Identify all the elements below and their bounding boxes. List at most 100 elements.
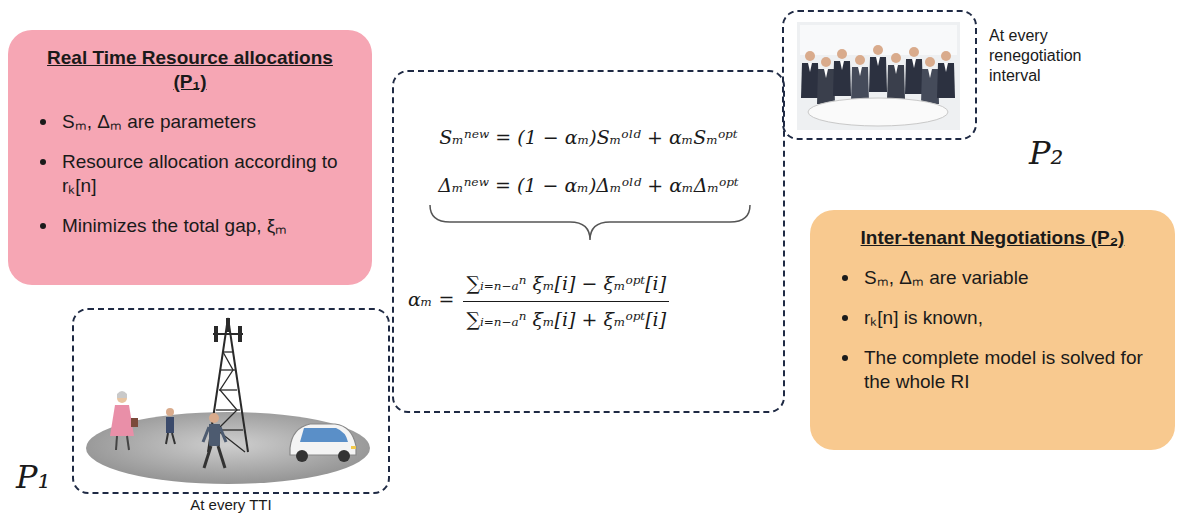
bullet-text: The complete model is solved for the who…: [864, 346, 1157, 394]
meeting-person-part: [912, 59, 916, 68]
meeting-person-part: [855, 55, 865, 65]
pedestrian-man-part: [209, 424, 220, 446]
cell-tower-part: [214, 326, 218, 342]
meeting-person-part: [837, 49, 847, 59]
process-box: Inter-tenant Negotiations (P₂) Sₘ, Δₘ are…: [810, 210, 1175, 450]
meeting-person-part: [937, 63, 955, 98]
fraction-denominator: ∑ᵢ₌ₙ₋ₐⁿ ξₘ[i] + ξₘᵒᵖᵗ[i]: [466, 306, 666, 332]
bullet-item: Sₘ, Δₘ are variable: [828, 266, 1157, 290]
pedestrian-child-part: [166, 408, 174, 416]
meeting-person-part: [869, 57, 887, 92]
autonomous-car-part: [300, 428, 348, 442]
photo-frame: At every renegotiation intervalP₂: [782, 10, 977, 140]
meeting-person-part: [808, 63, 812, 72]
bullet-item: Sₘ, Δₘ are parameters: [26, 110, 354, 134]
meeting-photo-part: [797, 22, 960, 130]
bullet-dot: [842, 355, 848, 361]
bullet-text: Sₘ, Δₘ are parameters: [62, 110, 354, 134]
interval-label: At every TTI: [74, 496, 388, 513]
meeting-person-part: [941, 51, 951, 61]
pedestrian-woman-part: [110, 405, 134, 436]
bullet-text: rₖ[n] is known,: [864, 306, 1157, 330]
pedestrian-child: [166, 408, 175, 444]
cell-tower-part: [226, 318, 230, 332]
bullet-item: Minimizes the total gap, ξₘ: [26, 214, 354, 238]
cell-tower: [208, 318, 248, 452]
cell-tower-part: [228, 318, 248, 452]
meeting-person-part: [858, 67, 862, 76]
meeting-person-part: [805, 51, 815, 61]
cell-tower-part: [208, 318, 228, 452]
problem-label: P₂: [1029, 134, 1063, 172]
bullet-dot: [40, 119, 46, 125]
interval-label: At every renegotiation interval: [989, 26, 1101, 86]
box-heading: Inter-tenant Negotiations (P₂): [843, 226, 1143, 250]
meeting-person: [801, 45, 955, 104]
meeting-person-part: [925, 57, 935, 67]
cell-tower-part: [217, 352, 245, 452]
pedestrian-man-part: [220, 427, 226, 442]
meeting-person-part: [928, 69, 932, 78]
meeting-person-part: [817, 69, 835, 104]
pedestrian-child-part: [166, 417, 174, 433]
pedestrian-man-part: [209, 413, 219, 423]
meeting-photo-part: [808, 98, 948, 126]
meeting-person-part: [821, 57, 831, 67]
cell-tower-part: [219, 389, 237, 390]
pedestrian-woman-part: [131, 418, 138, 427]
meeting-person-part: [891, 53, 901, 63]
cell-tower-part: [223, 351, 233, 352]
illustration-frame: P₁At every TTI: [72, 308, 390, 494]
autonomous-car-part: [338, 450, 350, 462]
fraction-bar: [463, 301, 669, 302]
bullet-text: Sₘ, Δₘ are variable: [864, 266, 1157, 290]
cell-tower-part: [216, 409, 240, 410]
fraction-numerator: ∑ᵢ₌ₙ₋ₐⁿ ξₘ[i] − ξₘᵒᵖᵗ[i]: [466, 270, 666, 296]
bullet-item: Resource allocation according to rₖ[n]: [26, 150, 354, 198]
pedestrian-woman-part: [117, 391, 127, 398]
equation-box: Sₘⁿᵉʷ = (1 − αₘ)Sₘᵒˡᵈ + αₘSₘᵒᵖᵗΔₘⁿᵉʷ = (…: [392, 70, 785, 413]
bullet-dot: [40, 223, 46, 229]
pedestrian-man-part: [203, 427, 209, 442]
cell-tower-part: [238, 326, 242, 342]
box-heading: Real Time Resource allocations (P₁): [40, 46, 340, 94]
meeting-person-part: [840, 61, 844, 70]
cell-tower-part: [221, 369, 235, 370]
meeting-photo: [797, 22, 960, 130]
update-equation: Sₘⁿᵉʷ = (1 − αₘ)Sₘᵒˡᵈ + αₘSₘᵒᵖᵗ: [439, 124, 737, 150]
process-box: Real Time Resource allocations (P₁) Sₘ, Δ…: [8, 30, 372, 285]
meeting-person-part: [894, 65, 898, 74]
pedestrian-child-part: [172, 433, 175, 444]
curly-brace-part: [430, 205, 750, 240]
problem-label: P₁: [16, 458, 50, 496]
pedestrian-man-part: [218, 446, 225, 468]
bullet-item: rₖ[n] is known,: [828, 306, 1157, 330]
meeting-person-part: [873, 45, 883, 55]
pedestrian-woman-part: [116, 436, 117, 450]
alpha-lhs: αₘ =: [408, 286, 454, 312]
bullet-dot: [40, 159, 46, 165]
meeting-person-part: [921, 69, 939, 104]
pedestrian-woman: [110, 391, 138, 450]
meeting-person-part: [801, 63, 819, 98]
meeting-person-part: [887, 65, 905, 100]
autonomous-car-part: [351, 446, 356, 449]
meeting-person-part: [833, 61, 851, 96]
meeting-person-part: [876, 57, 880, 66]
pedestrian-man-part: [204, 446, 211, 468]
autonomous-car-part: [296, 450, 308, 462]
meeting-person-part: [944, 63, 948, 72]
meeting-person-part: [909, 47, 919, 57]
meeting-photo-part: [800, 25, 957, 55]
bullet-dot: [842, 315, 848, 321]
pedestrian-man: [203, 413, 226, 468]
pedestrian-child-part: [166, 433, 168, 444]
bullet-text: Minimizes the total gap, ξₘ: [62, 214, 354, 238]
pedestrian-woman-part: [127, 436, 129, 450]
autonomous-car: [290, 424, 356, 462]
autonomous-car-part: [290, 424, 356, 455]
bullet-text: Resource allocation according to rₖ[n]: [62, 150, 354, 198]
curly-brace: [430, 205, 750, 240]
meeting-person-part: [905, 59, 923, 94]
